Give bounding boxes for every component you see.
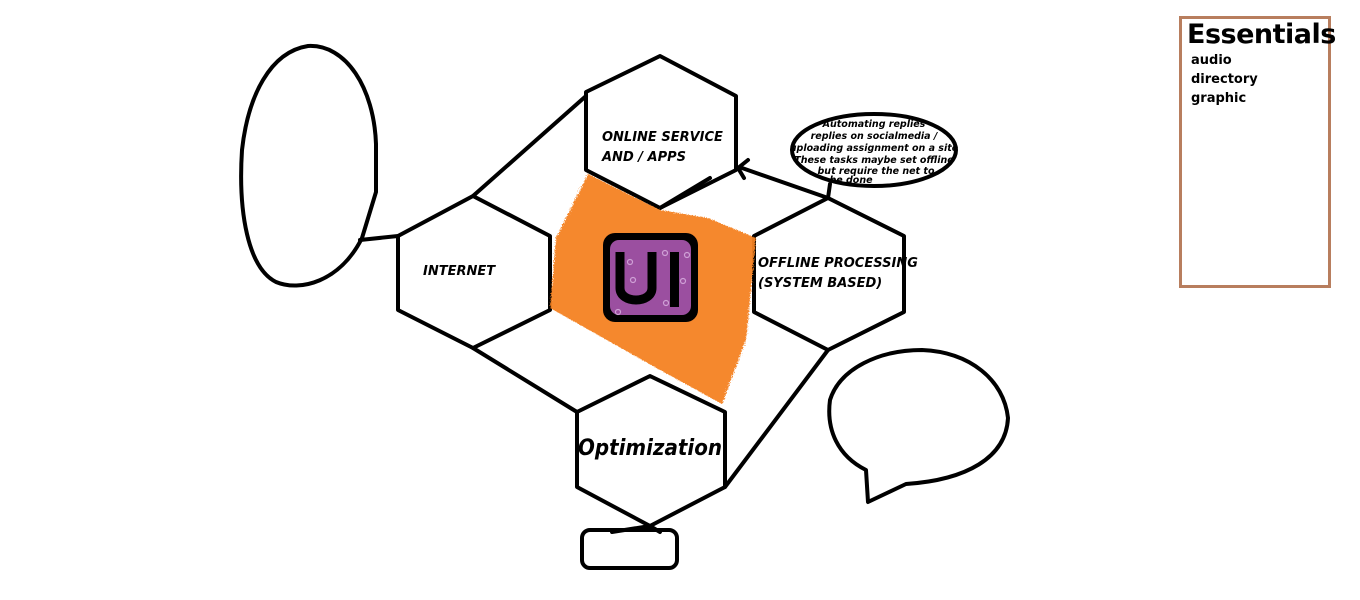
hexagon-internet-label: INTERNET xyxy=(423,264,496,279)
callout-line-5: but require the net to xyxy=(818,166,935,177)
callout-line-1: Automating replies xyxy=(822,119,926,130)
arrow-line xyxy=(740,166,830,200)
speech-bubble-left xyxy=(239,43,378,288)
callout-line-2: replies on socialmedia / xyxy=(811,131,939,142)
connector-line xyxy=(358,234,400,242)
hexagon-online-service xyxy=(584,54,738,210)
hexagon-optimization xyxy=(575,374,727,528)
speech-bubble-right xyxy=(827,348,1010,504)
callout-pointer xyxy=(826,182,832,200)
hexagon-offline-label-line1: OFFLINE PROCESSING xyxy=(758,256,918,271)
hexagon-optimization-label: Optimization xyxy=(578,436,722,461)
callout-line-4: These tasks maybe set offline xyxy=(794,155,954,166)
hexagon-offline-label-line2: (SYSTEM BASED) xyxy=(758,276,882,291)
essentials-item-audio: audio xyxy=(1191,53,1232,68)
callout-line-3: uploading assignment on a site xyxy=(790,143,959,154)
hexagon-online-label-line2: AND / APPS xyxy=(601,150,686,165)
essentials-title: Essentials xyxy=(1187,19,1336,50)
callout-line-6: be done xyxy=(829,175,873,186)
hexagon-internet xyxy=(396,194,552,350)
bottom-empty-box xyxy=(580,528,679,570)
essentials-item-directory: directory xyxy=(1191,72,1258,87)
callout-bubble xyxy=(790,112,958,188)
connector-line xyxy=(471,94,588,198)
ui-logo-icon xyxy=(603,233,698,322)
essentials-item-graphic: graphic xyxy=(1191,91,1247,106)
connector-line xyxy=(648,524,662,534)
connector-line xyxy=(471,346,579,414)
hexagon-online-label-line1: ONLINE SERVICE xyxy=(602,130,723,145)
essentials-panel: Essentials audio directory graphic xyxy=(1179,16,1336,288)
connector-line xyxy=(610,524,652,534)
essentials-list: audio directory graphic xyxy=(1191,51,1258,108)
connector-line xyxy=(723,348,830,489)
hexagon-offline-processing xyxy=(752,196,906,352)
arrow-head-icon xyxy=(736,158,750,180)
